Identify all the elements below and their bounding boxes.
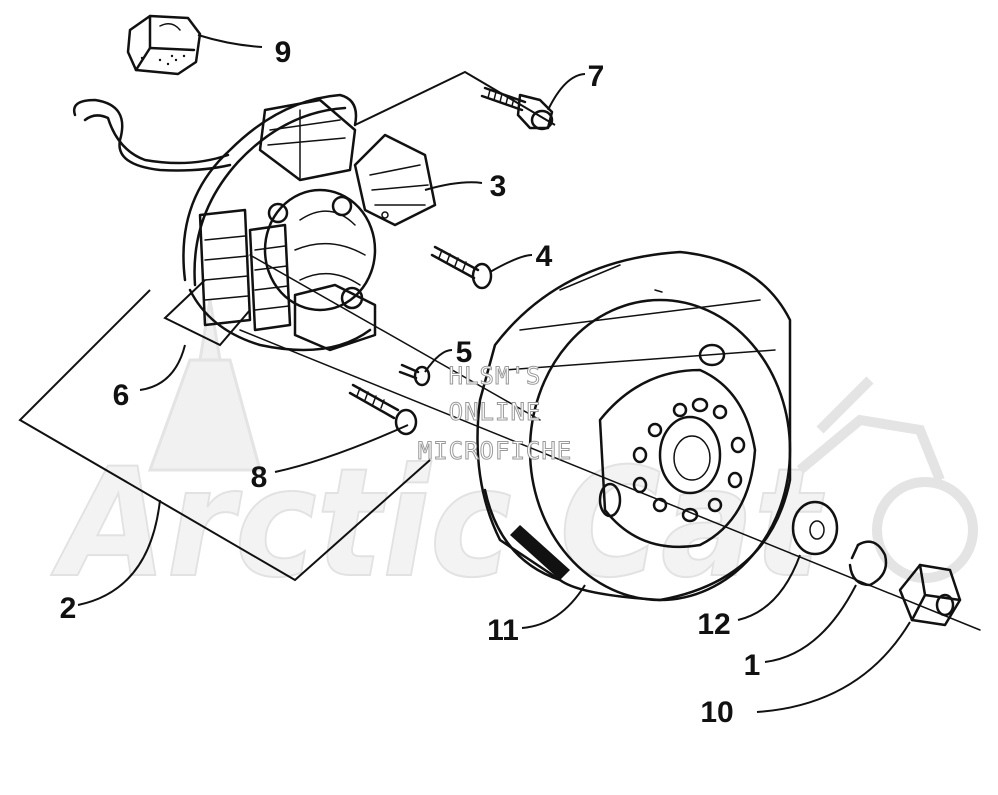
group-bracket-6 — [163, 279, 251, 347]
group-bracket-2 — [18, 289, 431, 582]
callout-9[interactable]: 9 — [275, 36, 292, 69]
part-4-screw — [430, 245, 493, 290]
callout-8[interactable]: 8 — [251, 461, 268, 494]
watermark-line-2: ONLINE — [449, 398, 542, 426]
part-12-washer — [791, 500, 839, 556]
stator-assembly — [72, 93, 437, 352]
callout-10[interactable]: 10 — [700, 696, 733, 729]
part-11-flywheel — [476, 250, 792, 602]
part-1-lockwasher — [848, 540, 888, 587]
callout-5[interactable]: 5 — [456, 336, 473, 369]
callout-7[interactable]: 7 — [588, 60, 605, 93]
watermark-logo: Arctic Cat — [50, 299, 978, 612]
callout-1[interactable]: 1 — [744, 649, 761, 682]
callout-2[interactable]: 2 — [60, 592, 77, 625]
callout-3[interactable]: 3 — [490, 170, 507, 203]
part-10-nut — [898, 563, 962, 627]
callout-12[interactable]: 12 — [697, 608, 730, 641]
callout-11[interactable]: 11 — [487, 614, 519, 647]
part-9-clip — [126, 14, 202, 76]
callout-6[interactable]: 6 — [113, 379, 130, 412]
part-8-bolt — [348, 383, 418, 436]
leader-lines — [77, 34, 911, 713]
part-5-screw — [398, 363, 431, 387]
callouts: 9 7 3 4 5 6 8 2 11 12 1 10 — [60, 36, 761, 729]
part-7-bolt — [480, 86, 554, 131]
callout-4[interactable]: 4 — [536, 240, 553, 273]
watermark-line-1: HLSM'S — [449, 362, 542, 390]
watermark-line-3: MICROFICHE — [418, 437, 573, 465]
group-bracket-3 — [354, 70, 556, 126]
watermark-text: HLSM'S ONLINE MICROFICHE — [417, 362, 573, 466]
